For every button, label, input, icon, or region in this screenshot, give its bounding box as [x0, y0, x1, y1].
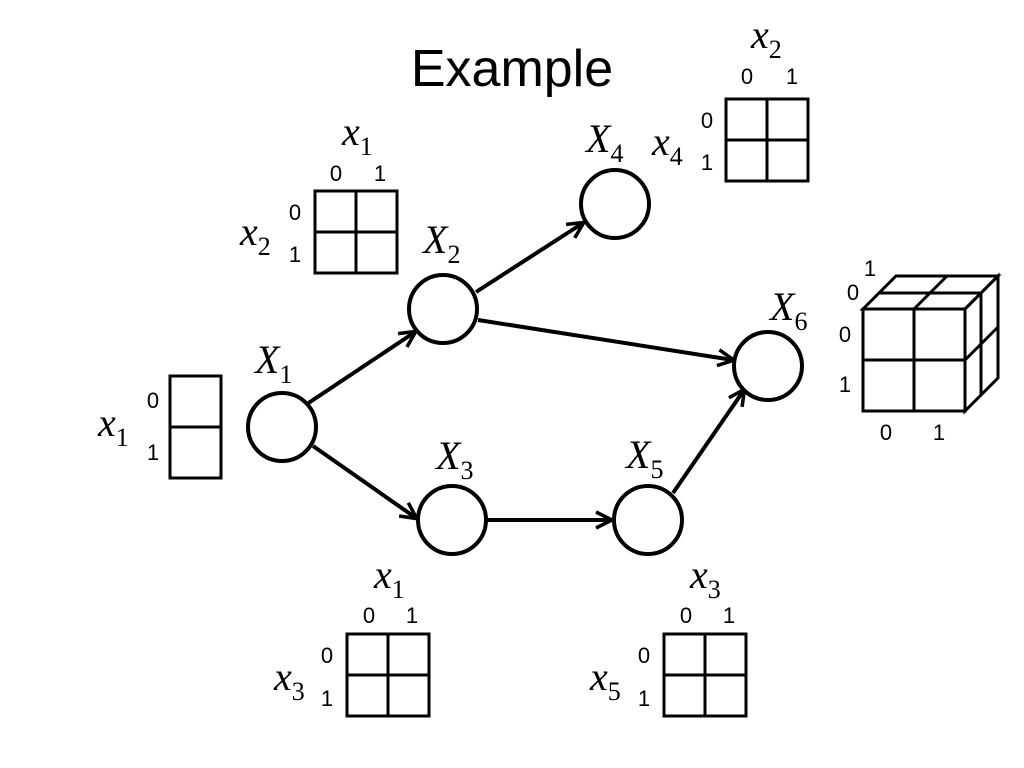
table-x2-col-tick-0: 0	[330, 161, 342, 186]
table-x3-row-variable: x3	[273, 654, 305, 706]
table-x5-col-tick-0: 0	[680, 603, 692, 628]
table-x4-col-tick-0: 0	[741, 64, 753, 89]
table-x6-depth-tick-0: 0	[847, 280, 859, 305]
edge-x2-x4	[474, 223, 583, 294]
edge-x1-x2	[305, 332, 415, 406]
node-label-x6: X6	[768, 284, 807, 336]
table-x2-row-variable: x2	[239, 209, 271, 261]
node-label-x3: X3	[434, 433, 473, 485]
table-x4-col-variable: x2	[750, 12, 782, 64]
table-x1: x1 0 1	[97, 374, 223, 480]
cube-right-divider-b	[963, 325, 1000, 362]
table-x4-row-tick-0: 0	[701, 108, 713, 133]
table-x6-row-tick-1: 1	[839, 372, 851, 397]
table-x1-row-tick-1: 1	[147, 440, 159, 465]
table-x5-col-tick-1: 1	[723, 603, 735, 628]
table-x6-col-tick-0: 0	[880, 420, 892, 445]
table-x2-row-tick-0: 0	[289, 200, 301, 225]
table-x3: x1 0 1 x3 0 1	[273, 552, 431, 718]
table-x1-row-tick-0: 0	[147, 388, 159, 413]
node-label-x2: X2	[421, 217, 460, 269]
nodes	[246, 168, 804, 556]
table-x3-col-tick-0: 0	[363, 603, 375, 628]
node-x3	[416, 484, 488, 556]
table-x6-depth-tick-1: 1	[864, 256, 876, 281]
table-x4: x2 0 1 x4 0 1	[651, 12, 810, 183]
table-x5: x3 0 1 x5 0 1	[589, 552, 748, 718]
node-x2	[407, 273, 479, 345]
table-x4-row-tick-1: 1	[701, 150, 713, 175]
edge-x5-x6	[671, 390, 744, 495]
edge-x1-x3	[311, 444, 416, 518]
node-label-x4: X4	[584, 116, 623, 168]
node-label-x5: X5	[624, 432, 663, 484]
table-x3-col-variable: x1	[373, 552, 405, 604]
table-x6-col-tick-1: 1	[933, 420, 945, 445]
table-x4-col-tick-1: 1	[786, 64, 798, 89]
node-x5	[612, 484, 684, 556]
node-x4	[579, 168, 651, 240]
table-x5-col-variable: x3	[689, 552, 721, 604]
table-x5-row-tick-0: 0	[638, 643, 650, 668]
node-x1	[246, 391, 318, 463]
table-x4-row-variable: x4	[651, 119, 683, 171]
diagram-title: Example	[411, 40, 613, 98]
node-label-x1: X1	[253, 337, 292, 389]
table-x2-col-variable: x1	[341, 109, 373, 161]
table-x1-row-variable: x1	[97, 400, 129, 452]
table-x5-row-tick-1: 1	[638, 686, 650, 711]
table-x2-row-tick-1: 1	[289, 242, 301, 267]
table-x3-row-tick-0: 0	[321, 643, 333, 668]
edges	[305, 223, 744, 520]
edge-x2-x6	[477, 318, 733, 360]
node-labels: X1 X2 X3 X4 X5 X6	[253, 116, 807, 485]
table-x6-cube: 0 1 0 1 0 1	[839, 256, 1002, 445]
table-x2: x1 0 1 x2 0 1	[239, 109, 399, 275]
table-x3-row-tick-1: 1	[321, 686, 333, 711]
table-x3-col-tick-1: 1	[406, 603, 418, 628]
table-x2-col-tick-1: 1	[374, 161, 386, 186]
table-x5-row-variable: x5	[589, 654, 621, 706]
table-x6-row-tick-0: 0	[839, 322, 851, 347]
node-x6	[732, 330, 804, 402]
